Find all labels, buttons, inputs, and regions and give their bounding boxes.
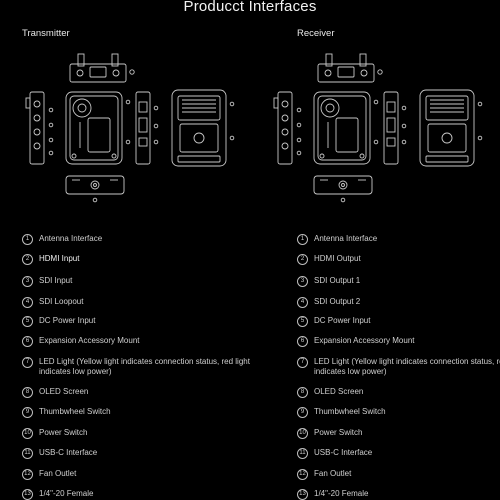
number-badge: 11: [297, 448, 308, 459]
list-item-label: 1/4"-20 Female: [39, 489, 94, 498]
back-view: [419, 89, 483, 167]
number-badge: 9: [22, 407, 33, 418]
list-item-label: OLED Screen: [39, 387, 89, 396]
list-item: 1 Antenna Interface: [22, 234, 262, 245]
transmitter-device-illustration: [25, 53, 235, 203]
number-badge: 6: [22, 336, 33, 347]
list-item: 11 USB-C Interface: [22, 448, 262, 459]
left-side-view: [273, 91, 302, 165]
list-item-label: DC Power Input: [314, 316, 371, 325]
number-badge: 2: [297, 254, 308, 265]
list-item: 2 HDMI Input: [22, 254, 262, 265]
list-item-label: LED Light (Yellow light indicates connec…: [314, 357, 500, 376]
number-badge: 5: [22, 316, 33, 327]
right-side-view: [135, 91, 159, 165]
list-item: 12 Fan Outlet: [297, 469, 500, 480]
number-badge: 10: [297, 428, 308, 439]
list-item: 5 DC Power Input: [22, 316, 262, 327]
list-item: 9 Thumbwheel Switch: [22, 407, 262, 418]
list-item-label: SDI Output 2: [314, 297, 361, 306]
list-item-label: Fan Outlet: [314, 469, 352, 478]
list-item: 4 SDI Output 2: [297, 297, 500, 308]
list-item-label: USB-C Interface: [314, 448, 373, 457]
list-item-label: Fan Outlet: [39, 469, 77, 478]
list-item-label: HDMI Output: [314, 254, 361, 263]
list-item: 10 Power Switch: [297, 428, 500, 439]
list-item-label: Thumbwheel Switch: [314, 407, 386, 416]
number-badge: 1: [22, 234, 33, 245]
page-title: Producct Interfaces: [183, 0, 317, 15]
list-item-label: Power Switch: [39, 428, 88, 437]
list-item: 7 LED Light (Yellow light indicates conne…: [297, 357, 500, 377]
number-badge: 8: [22, 387, 33, 398]
number-badge: 12: [297, 469, 308, 480]
list-item: 8 OLED Screen: [22, 387, 262, 398]
list-item-label: HDMI Input: [39, 254, 80, 263]
list-item-label: 1/4"-20 Female: [314, 489, 369, 498]
number-badge: 8: [297, 387, 308, 398]
list-item: 13 1/4"-20 Female: [22, 489, 262, 500]
number-badge: 4: [297, 297, 308, 308]
number-badge: 13: [297, 489, 308, 500]
list-item-label: USB-C Interface: [39, 448, 98, 457]
right-side-view: [383, 91, 407, 165]
number-badge: 5: [297, 316, 308, 327]
list-item-label: Antenna Interface: [39, 234, 103, 243]
list-item-label: SDI Output 1: [314, 276, 361, 285]
list-item: 8 OLED Screen: [297, 387, 500, 398]
list-item-label: Thumbwheel Switch: [39, 407, 111, 416]
list-item-label: LED Light (Yellow light indicates connec…: [39, 357, 250, 376]
number-badge: 4: [22, 297, 33, 308]
list-item: 9 Thumbwheel Switch: [297, 407, 500, 418]
transmitter-title: Transmitter: [22, 28, 70, 39]
bottom-view: [65, 175, 125, 203]
list-item: 12 Fan Outlet: [22, 469, 262, 480]
list-item-label: DC Power Input: [39, 316, 96, 325]
list-item-label: Expansion Accessory Mount: [314, 336, 415, 345]
list-item: 11 USB-C Interface: [297, 448, 500, 459]
list-item: 5 DC Power Input: [297, 316, 500, 327]
list-item-label: Antenna Interface: [314, 234, 378, 243]
list-item-label: Power Switch: [314, 428, 363, 437]
list-item: 10 Power Switch: [22, 428, 262, 439]
number-badge: 9: [297, 407, 308, 418]
number-badge: 1: [297, 234, 308, 245]
front-view: [313, 91, 379, 165]
number-badge: 10: [22, 428, 33, 439]
top-view: [317, 53, 383, 83]
number-badge: 6: [297, 336, 308, 347]
list-item: 3 SDI Input: [22, 276, 262, 287]
number-badge: 7: [297, 357, 308, 368]
front-view: [65, 91, 131, 165]
list-item: 4 SDI Loopout: [22, 297, 262, 308]
receiver-title: Receiver: [297, 28, 335, 39]
bottom-view: [313, 175, 373, 203]
number-badge: 11: [22, 448, 33, 459]
number-badge: 3: [297, 276, 308, 287]
number-badge: 3: [22, 276, 33, 287]
list-item-label: SDI Input: [39, 276, 73, 285]
list-item-label: SDI Loopout: [39, 297, 84, 306]
number-badge: 12: [22, 469, 33, 480]
list-item: 1 Antenna Interface: [297, 234, 500, 245]
list-item: 2 HDMI Output: [297, 254, 500, 265]
list-item: 3 SDI Output 1: [297, 276, 500, 287]
receiver-device-illustration: [273, 53, 483, 203]
list-item: 6 Expansion Accessory Mount: [22, 336, 262, 347]
back-view: [171, 89, 235, 167]
number-badge: 2: [22, 254, 33, 265]
list-item: 6 Expansion Accessory Mount: [297, 336, 500, 347]
number-badge: 7: [22, 357, 33, 368]
top-view: [69, 53, 135, 83]
list-item-label: Expansion Accessory Mount: [39, 336, 140, 345]
list-item: 7 LED Light (Yellow light indicates conne…: [22, 357, 262, 377]
number-badge: 13: [22, 489, 33, 500]
list-item-label: OLED Screen: [314, 387, 364, 396]
list-item: 13 1/4"-20 Female: [297, 489, 500, 500]
left-side-view: [25, 91, 54, 165]
